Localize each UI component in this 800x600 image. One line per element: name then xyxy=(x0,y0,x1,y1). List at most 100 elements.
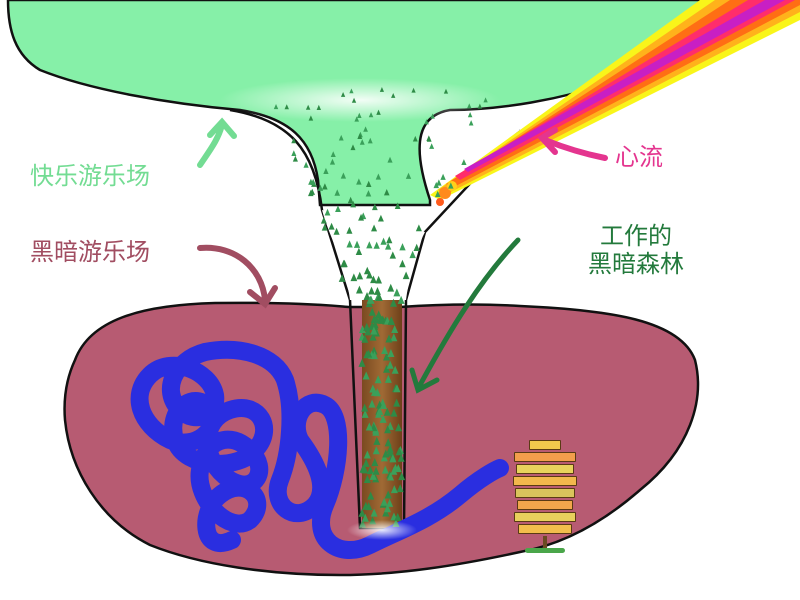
signpost-board xyxy=(514,512,576,522)
tree-icon xyxy=(415,224,422,232)
tree-icon xyxy=(440,173,446,180)
happy-arrow xyxy=(197,117,237,168)
tree-icon xyxy=(356,178,362,185)
tree-icon xyxy=(334,189,341,196)
tree-icon xyxy=(369,471,377,480)
tree-icon xyxy=(373,436,381,445)
tree-icon xyxy=(324,208,331,216)
tree-icon xyxy=(370,508,378,517)
signpost-board xyxy=(515,488,575,498)
tree-icon xyxy=(389,251,397,259)
tree-icon xyxy=(391,365,399,374)
tree-icon xyxy=(361,409,369,418)
tree-icon xyxy=(370,351,378,360)
tree-icon xyxy=(365,502,373,511)
tree-icon xyxy=(383,352,391,361)
tree-icon xyxy=(357,112,362,118)
tree-icon xyxy=(363,292,371,300)
tree-icon xyxy=(448,182,454,189)
tree-icon xyxy=(370,326,378,335)
tree-icon xyxy=(382,508,390,517)
signpost-board xyxy=(514,452,576,462)
tree-icon xyxy=(393,384,401,393)
tree-icon xyxy=(390,466,398,475)
tree-icon xyxy=(390,408,398,417)
dark-forest-label-line2: 黑暗森林 xyxy=(588,250,684,278)
tree-icon xyxy=(357,133,363,139)
tree-icon xyxy=(370,275,377,284)
tree-icon xyxy=(371,203,378,211)
tree-icon xyxy=(361,513,369,522)
tree-icon xyxy=(329,158,336,165)
tree-icon xyxy=(359,325,367,334)
tree-icon xyxy=(321,223,328,231)
tree-icon xyxy=(468,120,474,126)
tree-icon xyxy=(369,384,377,393)
tree-icon xyxy=(355,247,363,256)
tree-icon xyxy=(366,270,373,279)
dark-forest-label: 工作的 黑暗森林 xyxy=(588,222,684,278)
tree-icon xyxy=(395,423,403,432)
tree-icon xyxy=(354,116,360,122)
signpost-board xyxy=(516,464,574,474)
tree-icon xyxy=(383,504,391,513)
tree-icon xyxy=(309,188,316,195)
tree-icon xyxy=(372,466,380,475)
tree-icon xyxy=(384,374,392,383)
tree-icon xyxy=(338,274,346,282)
tree-icon xyxy=(333,227,340,235)
tree-icon xyxy=(387,349,395,358)
tree-icon xyxy=(387,317,395,326)
tree-icon xyxy=(303,161,309,168)
tree-icon xyxy=(390,485,398,494)
tree-icon xyxy=(328,222,335,230)
tree-icon xyxy=(316,104,322,110)
tree-icon xyxy=(436,179,442,186)
tree-icon xyxy=(366,466,374,475)
tree-icon xyxy=(363,126,368,132)
tree-icon xyxy=(379,401,387,410)
tree-icon xyxy=(385,334,393,343)
tree-icon xyxy=(383,364,391,373)
tree-icon xyxy=(467,112,473,118)
tree-icon xyxy=(362,458,370,467)
tree-icon xyxy=(291,137,297,144)
tree-icon xyxy=(461,159,467,166)
happy-playground-label: 快乐游乐场 xyxy=(30,162,150,190)
tree-icon xyxy=(365,180,372,187)
tree-icon xyxy=(362,371,370,380)
flow-rainbow-beam xyxy=(430,0,800,206)
tree-icon xyxy=(375,275,382,284)
tree-icon xyxy=(356,271,364,280)
tree-icon xyxy=(355,285,363,294)
tree-icon xyxy=(370,321,378,330)
tree-icon xyxy=(483,97,488,103)
tree-icon xyxy=(383,407,391,416)
tree-icon xyxy=(381,346,389,355)
tree-icon xyxy=(365,349,373,358)
tree-icon xyxy=(371,224,378,232)
tree-icon xyxy=(411,87,416,93)
tree-icon xyxy=(308,115,314,121)
tree-icon xyxy=(350,144,356,151)
tree-icon xyxy=(330,151,336,158)
tree-icon xyxy=(367,137,373,144)
tree-icon xyxy=(365,190,372,197)
tree-icon xyxy=(305,104,311,110)
tree-icon xyxy=(368,307,376,316)
tree-icon xyxy=(341,259,348,268)
tree-icon xyxy=(387,156,393,163)
tree-icon xyxy=(335,205,341,213)
tree-icon xyxy=(364,327,372,336)
tree-icon xyxy=(368,286,375,295)
flow-arrow xyxy=(537,127,608,161)
tree-icon xyxy=(368,399,376,408)
tree-icon xyxy=(426,135,432,141)
tree-icon xyxy=(380,497,388,506)
tree-icon xyxy=(379,414,387,423)
tree-icon xyxy=(409,250,416,259)
tree-icon xyxy=(391,325,399,334)
tree-icon xyxy=(429,143,435,149)
tree-icon xyxy=(320,216,327,224)
tree-icon xyxy=(477,103,483,109)
